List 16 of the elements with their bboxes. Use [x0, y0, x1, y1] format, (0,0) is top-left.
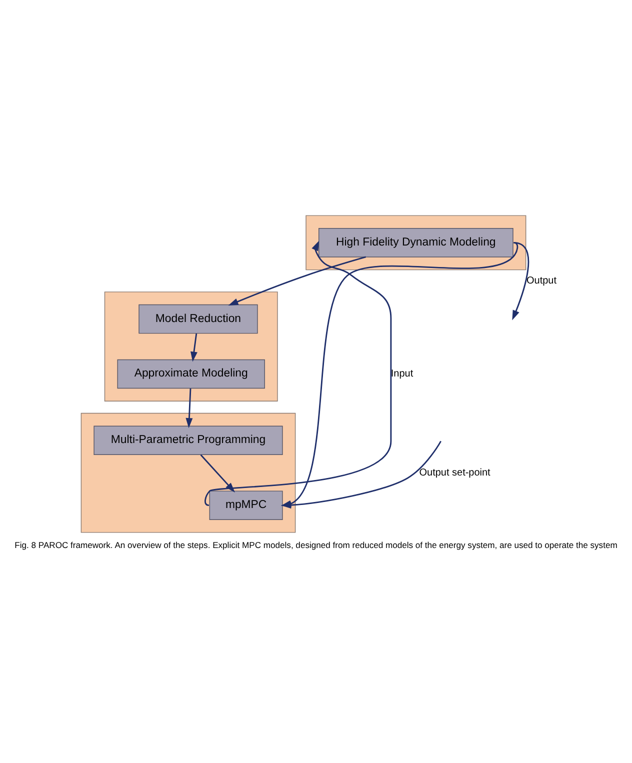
node-box: Multi-Parametric Programming: [94, 426, 283, 456]
arrow: [228, 256, 366, 306]
arrow: [186, 388, 193, 428]
node-box: Model Reduction: [138, 304, 258, 334]
edge-label: Output set-point: [419, 467, 490, 478]
node-box: mpMPC: [209, 490, 283, 520]
caption: Fig. 8 PAROC framework. An overview of the steps. Explicit MPC models, designed from reduced models of the energy system, are used to operate the system: [14, 540, 618, 550]
cluster: [306, 215, 526, 270]
cluster: [104, 292, 278, 402]
arrow: [190, 333, 198, 362]
cluster: [80, 412, 296, 533]
node-box: High Fidelity Dynamic Modeling: [318, 228, 514, 258]
arrow: [512, 242, 530, 320]
edge-label: Input: [390, 368, 414, 380]
edge-label: Output: [526, 276, 557, 287]
node-box: Approximate Modeling: [117, 359, 265, 389]
